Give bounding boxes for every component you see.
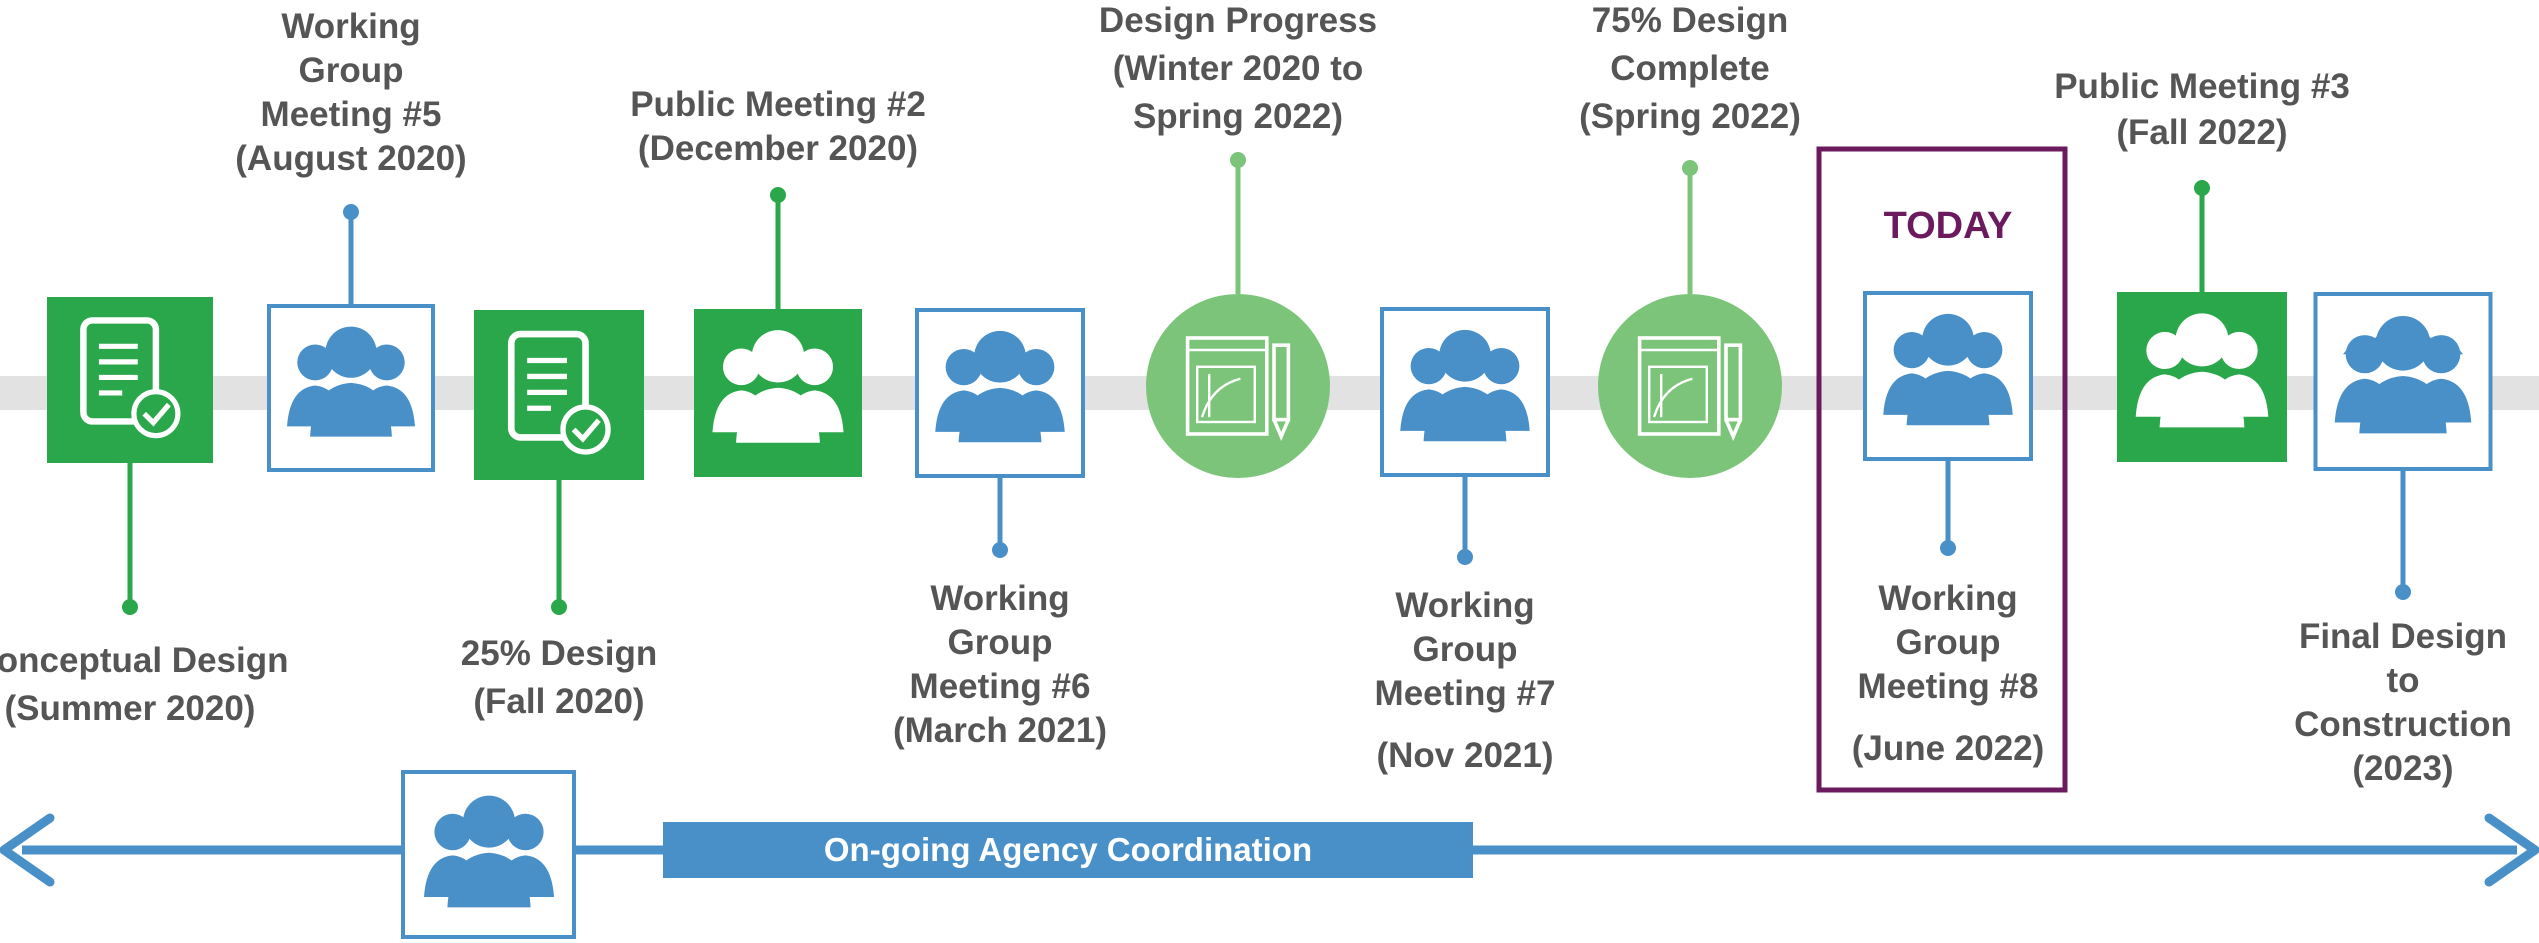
milestone-label-line: Group [299,51,404,90]
milestone-label-line: 75% Design [1592,1,1788,40]
arrow-right-head [2484,813,2539,887]
milestone-icon-box [694,309,862,477]
milestone-icon-box [1146,294,1330,478]
milestone-label-line: (June 2022) [1852,729,2045,768]
milestone-label-line: Complete [1610,49,1769,88]
milestone-label-line: Meeting #6 [910,667,1091,706]
milestone-label-line: Final Design [2299,617,2507,656]
milestone-label-line: Meeting #5 [261,95,442,134]
milestone-icon-box [1380,307,1550,477]
milestone-label-line: (Fall 2022) [2116,113,2287,152]
milestone-label-line: (Winter 2020 to [1113,49,1364,88]
milestone-label-line: Conceptual Design [0,641,288,680]
connector-dot [122,599,138,615]
milestone-label-line: Construction [2294,705,2512,744]
milestone-label-line: (Nov 2021) [1376,736,1553,775]
milestone-pm2: Public Meeting #2 (December 2020) [630,85,926,477]
milestone-label-line: Group [1413,630,1518,669]
connector-dot [343,204,359,220]
milestone-label-line: (December 2020) [638,129,918,168]
milestone-icon-box [267,304,435,472]
milestone-icon-box [474,310,644,480]
connector-dot [770,187,786,203]
milestone-icon-box [2117,292,2287,462]
milestone-icon-box [2313,292,2493,471]
milestone-label-line: (Spring 2022) [1579,97,1801,136]
milestone-label-line: (2023) [2352,749,2453,788]
connector-dot [992,542,1008,558]
connector-dot [1940,540,1956,556]
milestones: Conceptual Design(Summer 2020)WorkingGro… [0,1,2512,788]
coordination-band [663,822,1473,878]
connector-dot [1682,160,1698,176]
milestone-progress: Design Progress (Winter 2020 to Spring 202… [1099,1,1377,478]
milestone-pm3: Public Meeting #3 (Fall 2022) [2054,67,2350,462]
milestone-label-line: Public Meeting #3 [2054,67,2350,106]
coordination-label: On-going Agency Coordination [824,831,1312,868]
milestone-conceptual: Conceptual Design (Summer 2020) [0,297,288,728]
milestone-label-line: Working [281,7,420,46]
milestone-label-line: Public Meeting #2 [630,85,926,124]
connector-dot [1457,549,1473,565]
milestone-icon-box [47,297,213,463]
milestone-label-line: Group [948,623,1053,662]
today-label: TODAY [1884,205,2013,247]
milestone-label-line: 25% Design [461,634,657,673]
milestone-label-line: Spring 2022) [1133,97,1343,136]
arrow-left-head [0,813,55,887]
connector-dot [2194,180,2210,196]
connector-dot [1230,152,1246,168]
milestone-icon-box [915,308,1085,478]
milestone-label-line: Working [1878,579,2017,618]
milestone-label-line: (Summer 2020) [5,689,256,728]
milestone-label-line: (August 2020) [235,139,466,178]
milestone-design25: 25% Design (Fall 2020) [461,310,657,721]
milestone-label-line: (Fall 2020) [473,682,644,721]
agency-coordination-arrow: On-going Agency Coordination [0,770,2539,939]
today-marker: TODAY [1816,146,2068,793]
milestone-label-line: (March 2021) [893,711,1107,750]
milestone-icon-box [1863,291,2033,461]
milestone-label-line: to [2386,661,2419,700]
milestone-label-line: Working [1395,586,1534,625]
today-frame [1816,146,2068,793]
connector-dot [551,599,567,615]
connector-dot [2395,584,2411,600]
milestone-label-line: Group [1896,623,2001,662]
milestone-icon-box [1598,294,1782,478]
milestone-label-line: Meeting #8 [1858,667,2039,706]
milestone-label-line: Design Progress [1099,1,1377,40]
coordination-group-icon-box [401,770,576,939]
milestone-label-line: Meeting #7 [1375,674,1556,713]
milestone-label-line: Working [930,579,1069,618]
